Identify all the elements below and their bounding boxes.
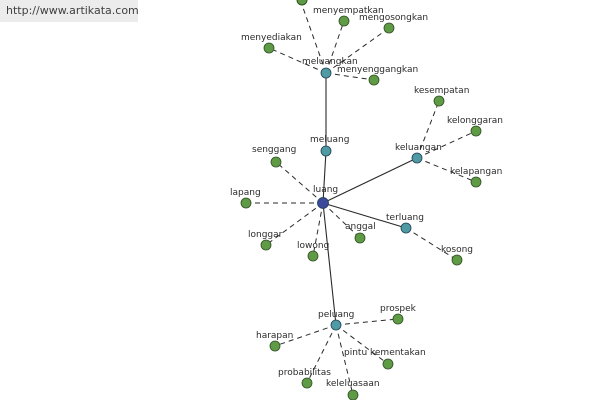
label-terluang: terluang bbox=[386, 213, 424, 223]
edge-peluang-probabilitas bbox=[306, 324, 337, 384]
label-kosong: kosong bbox=[441, 245, 473, 255]
edge-luang-longgar bbox=[265, 202, 324, 246]
label-menyenggangkan: menyenggangkan bbox=[337, 65, 418, 75]
edge-meluangkan-menyempatkan bbox=[325, 20, 345, 74]
label-luang: luang bbox=[313, 185, 338, 195]
node-anggal bbox=[354, 232, 366, 244]
node-keleluasaan bbox=[347, 389, 359, 400]
graph-nodes bbox=[240, 0, 482, 400]
node-meluang bbox=[320, 145, 332, 157]
label-probabilitas: probabilitas bbox=[278, 368, 331, 378]
label-mengosongkan: mengosongkan bbox=[359, 13, 428, 23]
edge-peluang-kementakan bbox=[335, 324, 389, 365]
label-anggal: anggal bbox=[345, 222, 376, 232]
node-lapang bbox=[240, 197, 252, 209]
node-mengosongkan bbox=[383, 22, 395, 34]
edge-meluangkan-offscreen bbox=[300, 1, 327, 74]
edge-keluangan-kesempatan bbox=[416, 100, 440, 159]
node-lowong bbox=[307, 250, 319, 262]
label-lowong: lowong bbox=[297, 241, 329, 251]
label-meluang: meluang bbox=[310, 135, 349, 145]
edge-meluangkan-menyediakan bbox=[268, 47, 327, 74]
node-harapan bbox=[269, 340, 281, 352]
label-keluangan: keluangan bbox=[395, 143, 442, 153]
graph-labels: luang meluang meluangkan keluangan terluang p… bbox=[230, 6, 503, 389]
label-kementakan: kementakan bbox=[370, 348, 426, 358]
edge-keluangan-kelapangan bbox=[416, 157, 477, 183]
node-kementakan bbox=[382, 358, 394, 370]
node-kelapangan bbox=[470, 176, 482, 188]
edge-peluang-keleluasaan bbox=[335, 324, 354, 396]
label-senggang: senggang bbox=[252, 145, 296, 155]
label-menyempatkan: menyempatkan bbox=[313, 6, 384, 16]
label-kelonggaran: kelonggaran bbox=[447, 116, 503, 126]
edge-peluang-prospek bbox=[335, 318, 399, 326]
edge-luang-keluangan bbox=[322, 157, 418, 204]
label-meluangkan: meluangkan bbox=[302, 57, 358, 67]
label-kesempatan: kesempatan bbox=[414, 86, 469, 96]
label-peluang: peluang bbox=[318, 310, 354, 320]
node-peluang bbox=[330, 319, 342, 331]
node-kelonggaran bbox=[470, 125, 482, 137]
node-terluang bbox=[400, 222, 412, 234]
edge-luang-senggang bbox=[275, 161, 324, 204]
label-lapang: lapang bbox=[230, 188, 261, 198]
edge-terluang-kosong bbox=[405, 227, 458, 261]
node-meluangkan bbox=[320, 67, 332, 79]
label-kelapangan: kelapangan bbox=[450, 167, 502, 177]
source-watermark: http://www.artikata.com bbox=[0, 0, 139, 22]
edge-luang-peluang bbox=[322, 202, 337, 326]
label-pintu: pintu bbox=[344, 348, 367, 358]
node-probabilitas bbox=[301, 377, 313, 389]
node-offscreen bbox=[296, 0, 308, 6]
edge-meluangkan-mengosongkan bbox=[325, 27, 390, 74]
edge-peluang-harapan bbox=[274, 324, 337, 347]
node-keluangan bbox=[411, 152, 423, 164]
edge-luang-meluang bbox=[322, 150, 327, 204]
label-keleluasaan: keleluasaan bbox=[326, 379, 380, 389]
node-luang bbox=[317, 197, 329, 209]
node-prospek bbox=[392, 313, 404, 325]
node-menyenggangkan bbox=[368, 74, 380, 86]
label-prospek: prospek bbox=[380, 304, 417, 314]
node-longgar bbox=[260, 239, 272, 251]
edge-luang-terluang bbox=[322, 202, 407, 229]
node-senggang bbox=[270, 156, 282, 168]
label-menyediakan: menyediakan bbox=[241, 33, 302, 43]
edge-keluangan-kelonggaran bbox=[416, 130, 477, 159]
node-kesempatan bbox=[433, 95, 445, 107]
node-menyediakan bbox=[263, 42, 275, 54]
node-menyempatkan bbox=[338, 15, 350, 27]
label-harapan: harapan bbox=[256, 331, 293, 341]
edge-meluangkan-menyenggangkan bbox=[325, 72, 375, 81]
node-kosong bbox=[451, 254, 463, 266]
label-longgar: longgar bbox=[248, 230, 283, 240]
graph-edges bbox=[246, 1, 477, 396]
